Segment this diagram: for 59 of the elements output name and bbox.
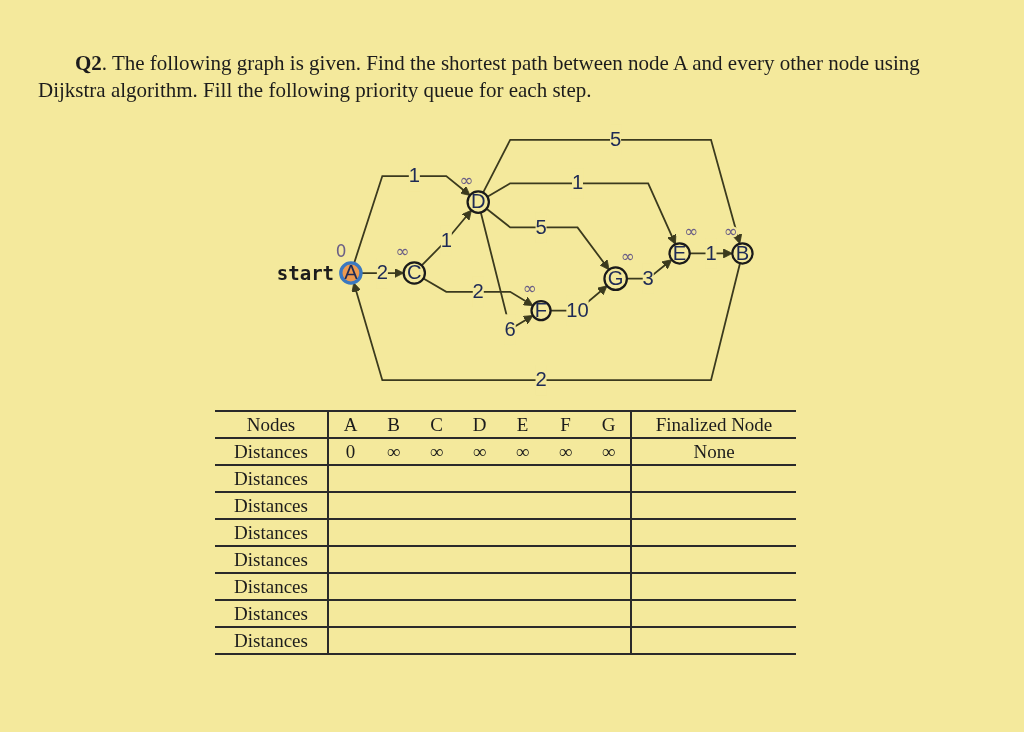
question-text: Q2. The following graph is given. Find the shortest path between node A and every other node using Dijkstra algorithm. Fill the following priority queue for each step. <box>38 50 921 104</box>
edge-label: 2 <box>535 368 548 391</box>
row-header: Distances <box>234 440 308 462</box>
row-header: Distances <box>234 521 308 543</box>
column-header: A <box>343 413 358 435</box>
row-header: Distances <box>234 548 308 570</box>
edge-label: 2 <box>377 261 389 284</box>
distance-value: ∞ <box>472 440 487 462</box>
distance-value: ∞ <box>515 440 530 462</box>
distance-label: ∞ <box>724 221 739 242</box>
arrow <box>486 182 677 245</box>
column-header: Finalized Node <box>655 413 773 435</box>
column-header: C <box>430 413 443 435</box>
node-circle: G <box>603 266 629 291</box>
edge-label: 1 <box>705 241 717 265</box>
edge-label: 6 <box>504 317 517 341</box>
distance-value: ∞ <box>558 440 573 462</box>
distance-label: ∞ <box>395 240 410 261</box>
arrow <box>353 175 471 265</box>
column-header: G <box>601 413 616 435</box>
distance-label: 0 <box>336 240 347 261</box>
row-header: Distances <box>234 467 308 489</box>
edge-label: 5 <box>535 215 548 238</box>
edge-label: 3 <box>642 266 655 290</box>
node-circle: F <box>530 299 553 322</box>
row-header: Distances <box>234 629 308 651</box>
distance-value: ∞ <box>386 440 401 462</box>
row-header: Distances <box>234 494 308 516</box>
distance-value: ∞ <box>429 440 444 462</box>
node-circle: D <box>466 190 491 214</box>
column-header: Nodes <box>246 413 296 435</box>
node-circle: E <box>668 242 692 265</box>
edge-label: 1 <box>409 164 421 187</box>
column-header: D <box>472 413 487 435</box>
arrow <box>482 138 743 245</box>
node-circle: A <box>339 261 364 285</box>
edge-label: 1 <box>572 171 584 194</box>
distance-value: ∞ <box>601 440 616 462</box>
node-circle: B <box>731 242 754 265</box>
column-header: F <box>560 413 571 435</box>
column-header: E <box>516 413 529 435</box>
edge-label: 10 <box>566 298 590 322</box>
distance-label: ∞ <box>684 221 699 242</box>
node-circle: C <box>402 261 427 285</box>
row-header: Distances <box>234 602 308 624</box>
arrow <box>422 277 534 307</box>
distance-label: ∞ <box>459 169 474 190</box>
arrow <box>421 209 473 267</box>
arrow <box>486 207 610 271</box>
distance-value: 0 <box>345 440 356 462</box>
distance-label: ∞ <box>621 246 636 267</box>
finalized-node-value: None <box>693 440 735 462</box>
edge-label: 5 <box>610 128 622 151</box>
column-header: B <box>387 413 400 435</box>
distance-label: ∞ <box>523 278 538 299</box>
start-label: start <box>277 261 335 284</box>
edge-label: 2 <box>472 280 485 303</box>
edge-label: 1 <box>441 228 453 252</box>
row-header: Distances <box>234 575 308 597</box>
